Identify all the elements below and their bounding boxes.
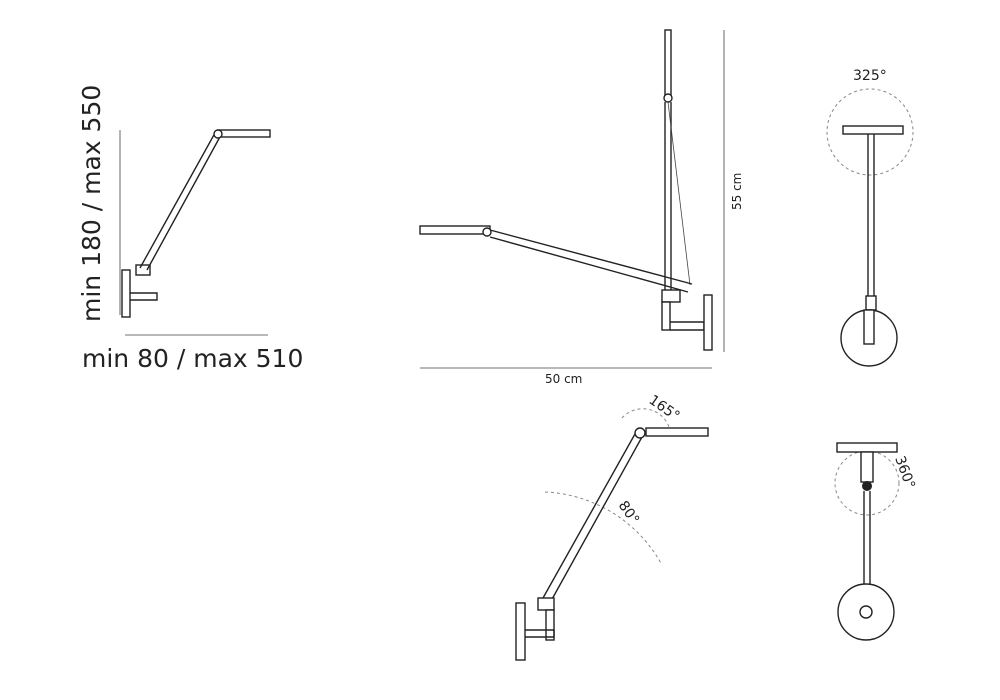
wall-plate — [515, 602, 526, 661]
bracket — [863, 309, 875, 345]
tension-cable — [667, 101, 691, 286]
joint — [865, 295, 877, 311]
pole — [863, 491, 871, 585]
bracket — [545, 609, 555, 641]
width-range-label: min 80 / max 510 — [82, 344, 303, 373]
range-view: min 180 / max 550 min 80 / max 510 — [77, 85, 303, 373]
head-tilt-label: 165° — [646, 392, 683, 424]
arm-tilt-arc — [544, 491, 663, 566]
swivel-view: 360° — [834, 442, 918, 641]
lamp-arm — [139, 132, 222, 271]
head-swivel-label: 360° — [891, 454, 918, 491]
rotation-guide — [826, 88, 914, 176]
wall-bracket — [525, 629, 555, 638]
base-joint — [661, 289, 681, 303]
wall-plate — [703, 294, 713, 351]
head-bracket — [860, 451, 874, 483]
base-joint — [537, 597, 555, 611]
width-label: 50 cm — [545, 372, 582, 386]
pole — [664, 102, 672, 290]
head-tilt-arc — [621, 408, 671, 431]
height-label: 55 cm — [730, 173, 744, 210]
swivel-joint — [862, 481, 872, 491]
lamp-head — [842, 125, 904, 135]
tilt-view: 165° 80° — [515, 392, 709, 661]
front-view: 325° — [826, 68, 914, 367]
lamp-head — [836, 442, 898, 453]
wall-bracket — [130, 292, 158, 301]
wall-bracket — [670, 321, 705, 331]
head-joint — [213, 129, 223, 139]
lamp-head — [217, 129, 271, 138]
bracket — [661, 301, 671, 331]
lamp-arm — [542, 433, 643, 602]
pole-joint — [663, 93, 673, 103]
head-joint — [482, 227, 492, 237]
pole — [867, 134, 875, 318]
joint — [135, 264, 151, 276]
mount-hole — [859, 605, 873, 619]
head-rotation-label: 325° — [853, 68, 887, 84]
height-range-label: min 180 / max 550 — [77, 85, 106, 322]
head-joint — [634, 427, 646, 439]
lamp-arm — [489, 229, 693, 293]
side-view: 55 cm 50 cm — [419, 29, 744, 386]
pole-upper — [664, 29, 672, 99]
lamp-head — [645, 427, 709, 437]
arm-tilt-label: 80° — [615, 498, 642, 528]
wall-plate — [121, 269, 131, 318]
lamp-head — [419, 225, 491, 235]
